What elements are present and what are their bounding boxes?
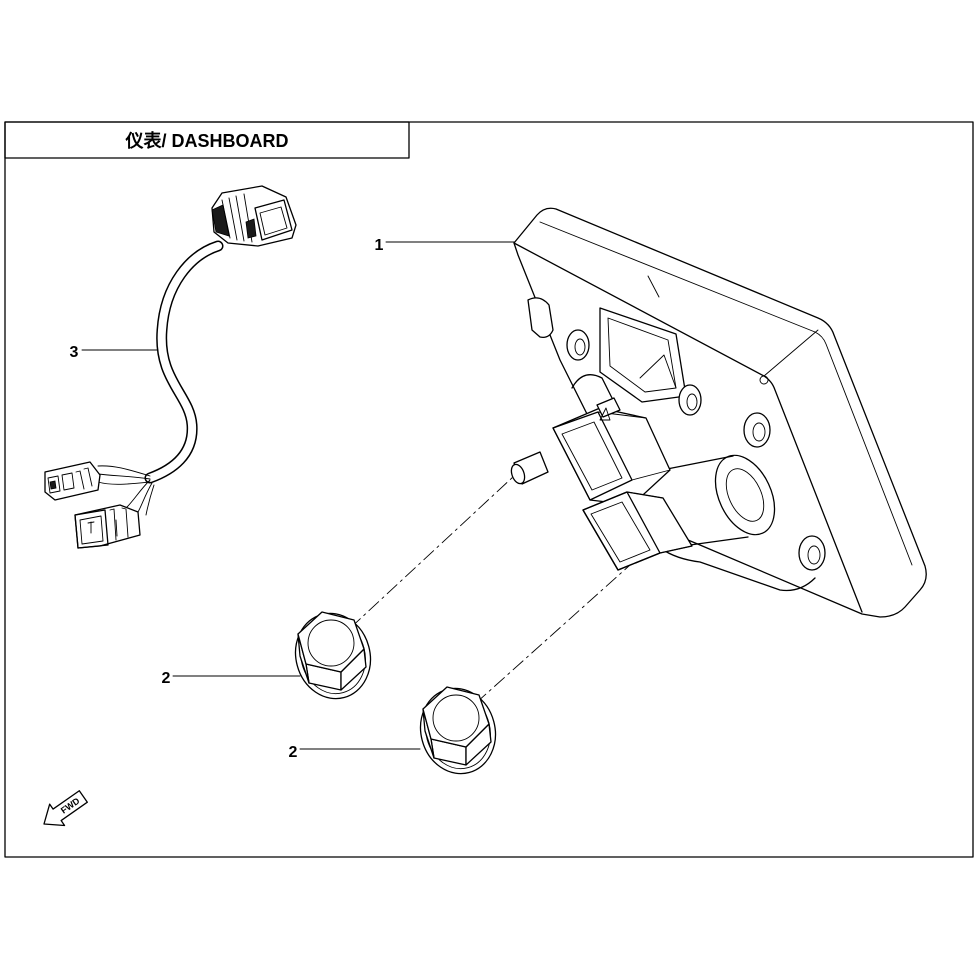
dashboard-parting-line xyxy=(647,275,660,298)
callout-label-2-lower: 2 xyxy=(289,744,298,761)
fwd-arrow-shape xyxy=(43,790,88,827)
wire-harness-part-3 xyxy=(44,185,297,549)
harness-branch-wires xyxy=(97,465,155,516)
harness-connector-small-upper xyxy=(44,461,101,501)
assembly-center-line-upper xyxy=(331,475,515,646)
retaining-clip xyxy=(571,374,613,399)
dashboard-part-1 xyxy=(510,207,927,618)
flange-nut-part-2-upper xyxy=(294,611,372,700)
harness-connector-small-lower xyxy=(74,504,141,549)
assembly-center-line-lower xyxy=(456,564,631,721)
flange-nut-part-2-lower xyxy=(419,686,497,775)
nut-chamfer xyxy=(432,694,480,742)
callout-label-2-upper: 2 xyxy=(162,670,171,687)
boss-connecting-edges xyxy=(661,455,749,546)
dashboard-housing xyxy=(513,207,927,618)
mounting-stud-right xyxy=(743,412,771,448)
nut-chamfer xyxy=(307,619,355,667)
connector-mount-slant xyxy=(639,354,677,389)
harness-cable xyxy=(146,242,222,482)
page-title: 仪表/ DASHBOARD xyxy=(124,130,288,151)
dashboard-connector-upper xyxy=(552,397,671,506)
callout-part-3: 3 xyxy=(70,344,159,361)
callout-part-2-lower: 2 xyxy=(289,744,421,761)
mounting-stud-upper-left xyxy=(566,329,590,361)
dashboard-connector-lower xyxy=(582,491,693,571)
callout-label-1: 1 xyxy=(375,237,384,254)
mounting-tab-left xyxy=(527,297,554,338)
mounting-stud-center xyxy=(678,384,702,416)
title-box xyxy=(4,121,410,159)
locating-pin xyxy=(510,451,549,485)
mounting-stud-lower-right xyxy=(798,535,826,571)
harness-cable-outline xyxy=(144,240,224,484)
central-boss-inner xyxy=(725,468,765,522)
callout-part-1: 1 xyxy=(375,237,516,254)
fwd-arrow-icon: FWD xyxy=(43,790,88,827)
diagram-frame xyxy=(4,121,974,858)
callout-part-2-upper: 2 xyxy=(162,670,301,687)
harness-connector-main xyxy=(211,185,297,247)
connector-mount-frame-inner xyxy=(607,317,677,393)
callout-label-3: 3 xyxy=(70,344,79,361)
dashboard-rim-corner xyxy=(763,329,819,377)
connector-mount-frame xyxy=(599,307,687,403)
housing-screw-hole xyxy=(759,375,769,385)
